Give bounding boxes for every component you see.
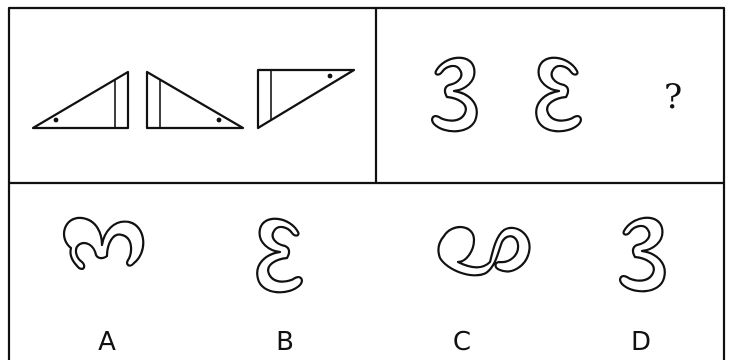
option-b[interactable]: B bbox=[256, 217, 303, 357]
option-d-label: D bbox=[631, 327, 651, 357]
option-a-label: A bbox=[98, 327, 116, 357]
answer-options-row: A B C D bbox=[62, 216, 666, 357]
option-d-shape bbox=[619, 216, 666, 293]
triangle-sequence-panel bbox=[31, 68, 356, 130]
option-c[interactable]: C bbox=[437, 226, 531, 357]
option-d[interactable]: D bbox=[619, 216, 666, 357]
option-c-label: C bbox=[453, 327, 471, 357]
puzzle-frame bbox=[7, 6, 726, 360]
triangle-3 bbox=[256, 68, 356, 130]
option-b-label: B bbox=[276, 327, 294, 357]
glyph-three-shape bbox=[431, 56, 478, 133]
option-b-shape bbox=[256, 217, 303, 294]
triangle-2 bbox=[145, 70, 245, 130]
glyph-epsilon-shape bbox=[535, 56, 582, 133]
option-a[interactable]: A bbox=[62, 216, 145, 357]
question-mark: ? bbox=[664, 77, 682, 117]
option-c-shape bbox=[437, 226, 531, 277]
option-a-shape bbox=[62, 216, 145, 270]
glyph-sequence-panel: ? bbox=[431, 56, 682, 133]
triangle-1 bbox=[31, 70, 130, 130]
